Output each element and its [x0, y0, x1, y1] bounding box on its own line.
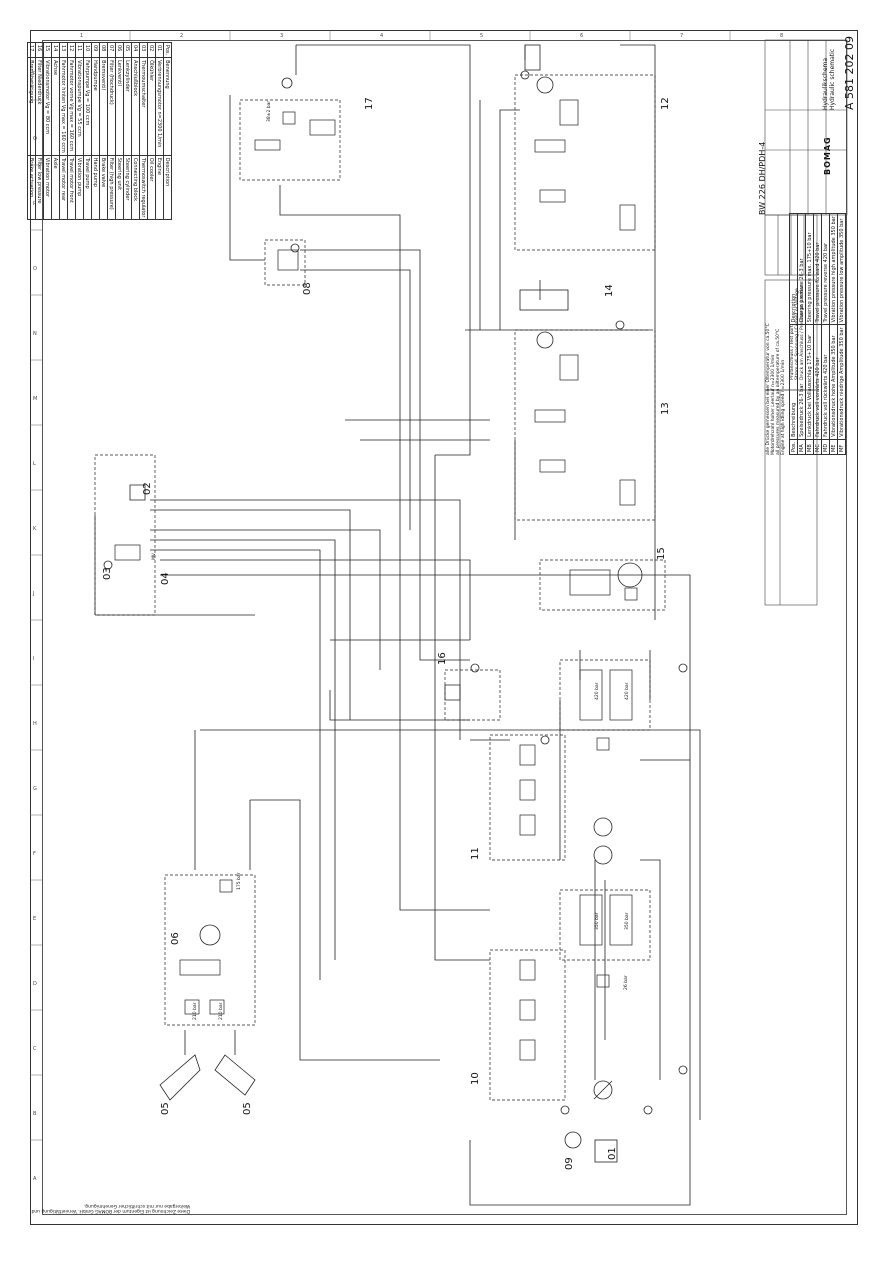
axle-symbol [519, 289, 569, 311]
valve-420bar-2: 420 bar [624, 682, 630, 700]
travel-motor-rear-symbol [536, 331, 554, 349]
grid-row-letter: M [33, 396, 37, 402]
component-label: 14 [604, 284, 615, 297]
grid-row-letter: B [33, 1111, 37, 1117]
steering-cylinders [159, 1030, 256, 1101]
component-label: 03 [102, 567, 113, 580]
grid-row-letter: D [33, 981, 37, 987]
component-label: 01 [607, 1147, 618, 1160]
travel-motor-front-symbol [536, 76, 554, 94]
grid-column-number: 4 [380, 33, 383, 39]
valve-350bar-1: 350 bar [594, 912, 600, 930]
component-label: 02 [142, 482, 153, 495]
component-label: 17 [364, 97, 375, 110]
thermoswitch-symbol [114, 544, 141, 561]
grid-row-letter: G [33, 786, 37, 792]
steering-cylinder-left [159, 1054, 201, 1101]
grid-column-number: 6 [580, 33, 583, 39]
component-boundaries [94, 74, 666, 1101]
pump-motor-symbols [129, 44, 643, 1163]
grid-row-letter: F [33, 851, 36, 857]
travel-pump-symbol [593, 1080, 613, 1100]
drawing-frame [30, 30, 858, 1225]
steering-unit-symbol [199, 924, 221, 946]
grid-ticks [30, 30, 731, 1141]
grid-column-number: 3 [280, 33, 283, 39]
grid-row-letter: J [32, 591, 34, 597]
component-label: 13 [660, 402, 671, 415]
vibration-pump-symbol [593, 817, 613, 837]
component-label: 08 [302, 282, 313, 295]
test-port-gauges [103, 70, 688, 1115]
valve-350bar-2: 350 bar [624, 912, 630, 930]
component-label: 11 [470, 847, 481, 860]
valve-symbols [114, 99, 638, 1061]
valve-175bar: 175 bar [236, 872, 242, 890]
vibration-motor-symbol [617, 562, 643, 588]
grid-row-letter: O [33, 266, 37, 272]
pressure-settings: 38±2 bar 26 bar 420 bar 420 bar 350 bar … [151, 101, 630, 1020]
grid-row-letter: K [33, 526, 37, 532]
drawing-inner-frame [42, 40, 847, 1215]
grid-column-number: 1 [80, 33, 83, 39]
steering-cylinder-right [214, 1054, 256, 1096]
grid-row-letter: H [33, 721, 37, 727]
grid-row-letter: E [33, 916, 36, 922]
oil-cooler-symbol [129, 484, 146, 501]
component-label: 12 [660, 97, 671, 110]
grid-row-letter: C [33, 1046, 37, 1052]
hand-pump-symbol [564, 1131, 582, 1149]
grid-row-letter: P [33, 201, 36, 207]
grid-column-number: 7 [680, 33, 683, 39]
valve-420bar-1: 420 bar [594, 682, 600, 700]
grid-column-number: 2 [180, 33, 183, 39]
component-label: 15 [656, 547, 667, 560]
valve-38bar: 38±2 bar [266, 101, 272, 122]
valve-210bar-1: 210 bar [192, 1002, 198, 1020]
component-label: 09 [564, 1157, 575, 1170]
component-label: 10 [470, 1072, 481, 1085]
grid-column-number: 8 [780, 33, 783, 39]
valve-mv: MV [151, 552, 157, 560]
filter-low-pressure-symbol [444, 684, 461, 701]
grid-row-letter: I [33, 656, 34, 662]
grid-row-letter: A [33, 1176, 37, 1182]
grid-row-letter: L [33, 461, 36, 467]
engine-symbol [594, 1139, 618, 1163]
title-block-grid [764, 39, 848, 606]
component-labels: 01 02 03 04 05 05 06 08 09 10 11 12 13 14 15 16 17 [102, 97, 671, 1170]
hydraulic-lines [94, 44, 701, 1206]
grid-row-letter: R [33, 71, 37, 77]
component-label: 05 [160, 1102, 171, 1115]
component-label: 16 [437, 652, 448, 665]
valve-26bar: 26 bar [623, 975, 629, 990]
component-label: 06 [170, 932, 181, 945]
component-label: 05 [242, 1102, 253, 1115]
component-label: 04 [160, 572, 171, 585]
grid-row-letter: N [33, 331, 37, 337]
valve-210bar-2: 210 bar [218, 1002, 224, 1020]
grid-row-letter: Q [33, 136, 37, 142]
grid-column-number: 5 [480, 33, 483, 39]
